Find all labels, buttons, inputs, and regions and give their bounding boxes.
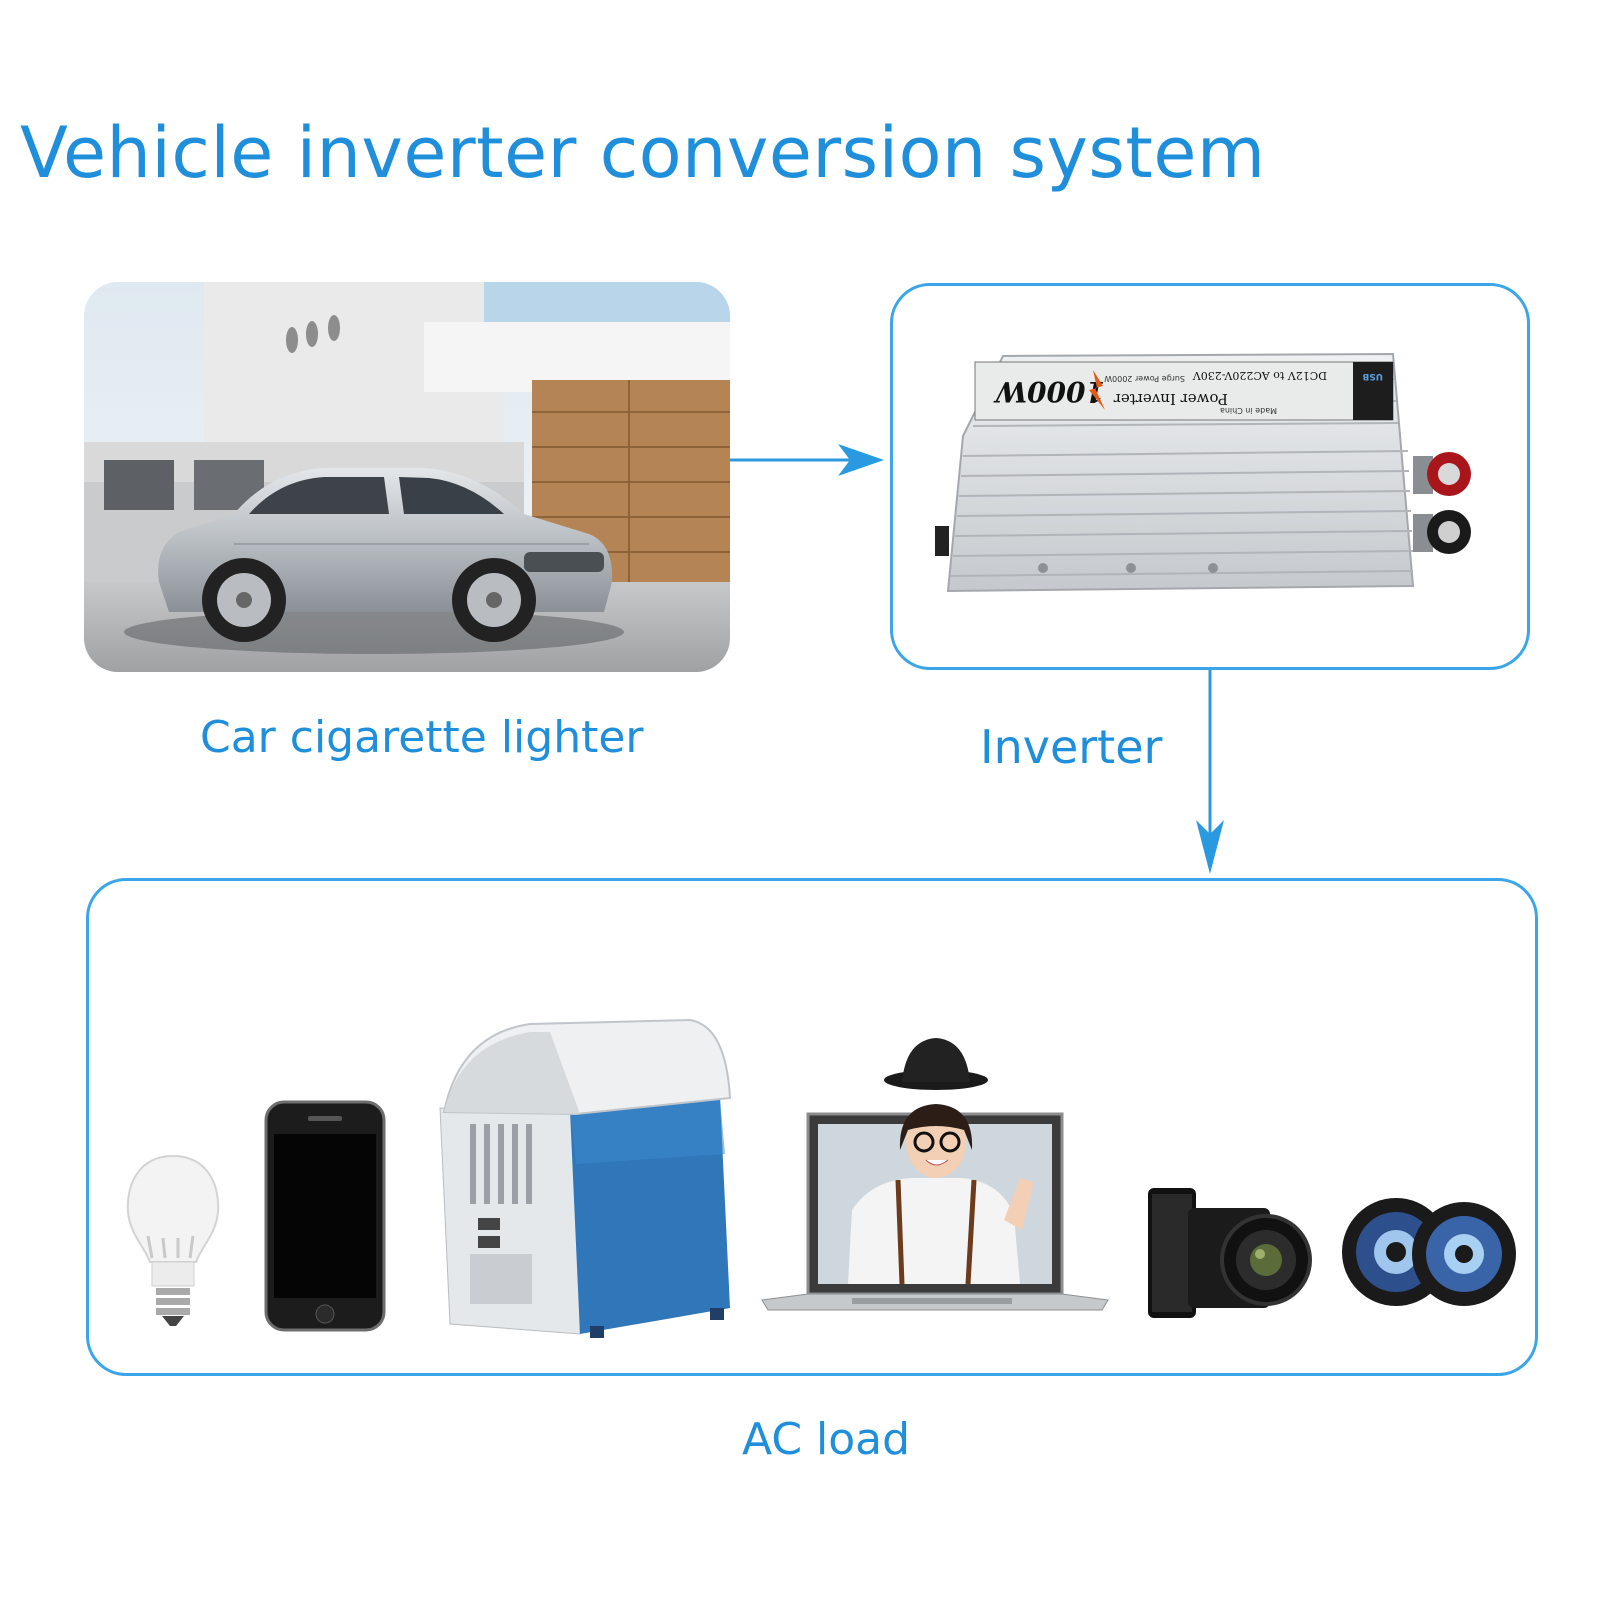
arrow-head-down xyxy=(1196,820,1224,874)
inverter-spec-label: DC12V to AC220V-230V xyxy=(1192,369,1327,382)
speakers-icon xyxy=(1342,1198,1516,1306)
page-title: Vehicle inverter conversion system xyxy=(20,112,1266,194)
arrow-head-right xyxy=(838,444,884,476)
car-cigarette-lighter-caption: Car cigarette lighter xyxy=(200,712,644,763)
inverter-icon: 1000W Power Inverter DC12V to AC220V-230… xyxy=(935,352,1471,593)
inverter-surge-label: Surge Power 2000W xyxy=(1104,374,1185,383)
ac-load-frame xyxy=(86,878,1538,1376)
inverter-caption: Inverter xyxy=(980,720,1163,774)
car-photo xyxy=(84,282,730,672)
smartphone-icon xyxy=(264,1100,386,1332)
camera-icon xyxy=(1148,1188,1312,1318)
inverter-power-label: 1000W xyxy=(993,375,1105,408)
ac-load-caption: AC load xyxy=(742,1414,911,1465)
inverter-usb-label: USB xyxy=(1362,371,1383,381)
inverter-origin-label: Made in China xyxy=(1220,406,1277,415)
light-bulb-icon xyxy=(126,1154,220,1326)
inverter-name-label: Power Inverter xyxy=(1113,390,1228,408)
car-fridge-icon xyxy=(439,1018,732,1338)
laptop-icon xyxy=(761,1038,1109,1311)
inverter-frame: 1000W Power Inverter DC12V to AC220V-230… xyxy=(890,283,1530,670)
